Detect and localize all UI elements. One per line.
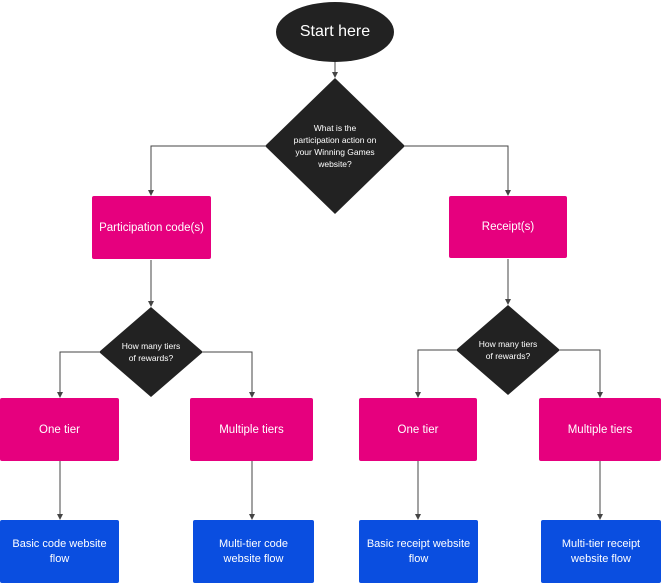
- result-multi-tier-receipt: Multi-tier receipt website flow: [541, 520, 661, 583]
- start-node: Start here: [276, 2, 394, 62]
- connector-decision-to-code: [148, 145, 265, 196]
- step-receipt-one-tier: One tier: [359, 398, 477, 461]
- step-code-one-tier-label: One tier: [39, 423, 80, 436]
- decision-main-text: What is the participation action on your…: [292, 106, 378, 186]
- decision-tiers-receipt-text: How many tiers of rewards?: [476, 324, 540, 376]
- decision-tiers-code-label: How many tiers of rewards?: [121, 341, 181, 363]
- decision-tiers-code-text: How many tiers of rewards?: [119, 326, 183, 378]
- step-receipt-one-tier-label: One tier: [397, 423, 439, 436]
- connector-code-tiers-to-multi: [203, 351, 255, 398]
- step-code-one-tier: One tier: [0, 398, 119, 461]
- step-receipt: Receipt(s): [449, 196, 567, 258]
- result-multi-tier-code-label: Multi-tier code website flow: [218, 537, 289, 565]
- step-participation-code-label: Participation code(s): [99, 221, 204, 234]
- step-receipt-multiple-tiers: Multiple tiers: [539, 398, 661, 461]
- result-basic-code-label: Basic code website flow: [12, 537, 107, 565]
- connector-receipt-tiers-to-one: [415, 349, 456, 398]
- result-multi-tier-receipt-label: Multi-tier receipt website flow: [561, 537, 641, 565]
- decision-main-label: What is the participation action on your…: [293, 123, 377, 169]
- decision-main-diamond: [265, 78, 405, 214]
- step-participation-code: Participation code(s): [92, 196, 211, 259]
- connector-code-tiers-to-one: [57, 351, 99, 398]
- connector-decision-to-receipt: [405, 145, 511, 196]
- step-code-multiple-tiers-label: Multiple tiers: [219, 423, 284, 436]
- start-node-label: Start here: [299, 23, 371, 40]
- decision-tiers-receipt-label: How many tiers of rewards?: [478, 339, 538, 361]
- step-receipt-multiple-tiers-label: Multiple tiers: [567, 423, 633, 436]
- decision-tiers-code-diamond: [99, 307, 203, 397]
- step-code-multiple-tiers: Multiple tiers: [190, 398, 313, 461]
- connector-receipt-tiers-to-multi: [560, 349, 603, 398]
- decision-tiers-receipt-diamond: [456, 305, 560, 395]
- step-receipt-label: Receipt(s): [481, 221, 535, 233]
- result-basic-receipt-label: Basic receipt website flow: [366, 537, 471, 565]
- result-basic-code: Basic code website flow: [0, 520, 119, 583]
- result-basic-receipt: Basic receipt website flow: [359, 520, 478, 583]
- result-multi-tier-code: Multi-tier code website flow: [193, 520, 314, 583]
